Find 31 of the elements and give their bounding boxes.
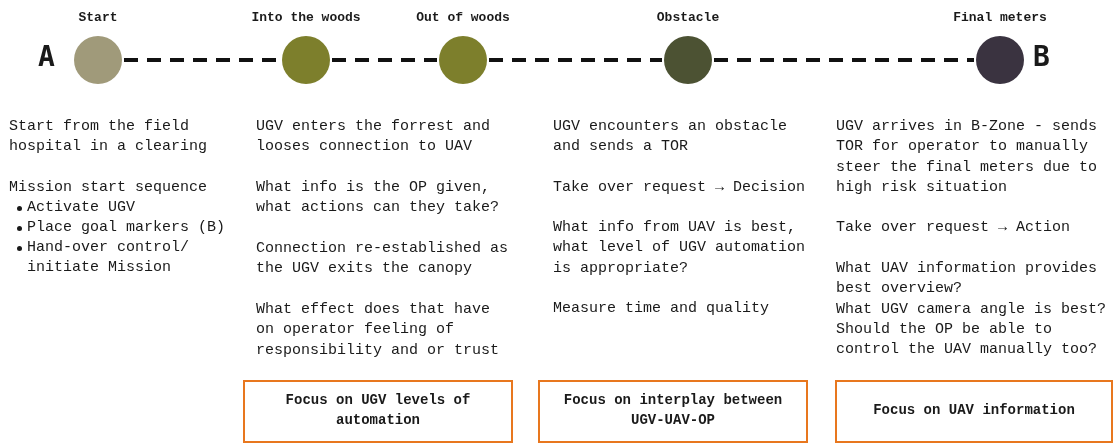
note-text: UGV encounters an obstacle and sends a TOR bbox=[553, 117, 789, 158]
note-text: What UAV information provides best overview? bbox=[836, 259, 1099, 300]
note-text: Measure time and quality bbox=[553, 299, 771, 319]
note-text: UGV arrives in B-Zone - sends TOR for operator to manually steer the final meters due to high risk situation bbox=[836, 117, 1099, 199]
milestone-title: Final meters bbox=[952, 10, 1048, 25]
milestone-title: Obstacle bbox=[655, 10, 721, 25]
focus-box: Focus on UAV information bbox=[835, 380, 1113, 443]
note-text: Start from the field hospital in a clearing bbox=[9, 117, 209, 158]
note-text: What UGV camera angle is best? bbox=[836, 300, 1108, 320]
note-text: Take over request → Decision bbox=[553, 178, 807, 198]
note-text: Mission start sequence bbox=[9, 178, 209, 198]
note-text: What effect does that have on operator feeling of responsibility and or trust bbox=[256, 300, 501, 361]
milestone-title: Out of woods bbox=[415, 10, 511, 25]
dashed-connector bbox=[489, 58, 662, 62]
note-text: Take over request → Action bbox=[836, 218, 1072, 238]
note-text: Connection re-established as the UGV exits the canopy bbox=[256, 239, 510, 280]
bullet-item: Hand-over control/ initiate Mission bbox=[27, 238, 191, 279]
focus-box: Focus on interplay between UGV-UAV-OP bbox=[538, 380, 808, 443]
endpoint-letter: A bbox=[38, 40, 55, 73]
bullet-item: Place goal markers (B) bbox=[27, 218, 227, 238]
note-text: What info is the OP given, what actions can they take? bbox=[256, 178, 501, 219]
milestone-title: Into the woods bbox=[250, 10, 362, 25]
note-text: Should the OP be able to control the UAV manually too? bbox=[836, 320, 1099, 361]
milestone-title: Start bbox=[77, 10, 119, 25]
focus-box: Focus on UGV levels of automation bbox=[243, 380, 513, 443]
bullet-item: Activate UGV bbox=[27, 198, 137, 218]
note-text: What info from UAV is best, what level of UGV automation is appropriate? bbox=[553, 218, 807, 279]
dashed-connector bbox=[714, 58, 974, 62]
note-text: UGV enters the forrest and looses connection to UAV bbox=[256, 117, 492, 158]
endpoint-letter: B bbox=[1033, 40, 1050, 73]
dashed-connector bbox=[332, 58, 437, 62]
